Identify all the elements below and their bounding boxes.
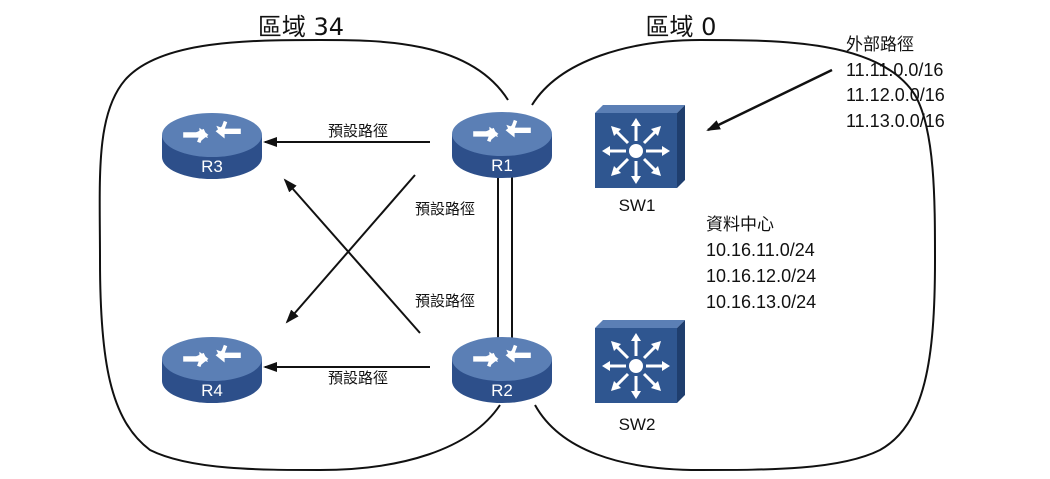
router-r3-label: R3 xyxy=(201,157,223,176)
router-r2[interactable]: R2 xyxy=(452,337,552,403)
area-34-title: 區域 34 xyxy=(258,13,344,41)
label-r2-to-r3: 預設路徑 xyxy=(415,292,475,310)
switch-sw1-label: SW1 xyxy=(619,196,656,215)
label-r2-to-r4: 預設路徑 xyxy=(328,369,388,387)
router-r4[interactable]: R4 xyxy=(162,337,262,403)
label-r1-to-r3: 預設路徑 xyxy=(328,122,388,140)
label-r1-to-r4: 預設路徑 xyxy=(415,200,475,218)
switch-sw2[interactable] xyxy=(595,320,685,403)
router-r3[interactable]: R3 xyxy=(162,113,262,179)
area-0-title: 區域 0 xyxy=(646,13,717,41)
switch-icon xyxy=(602,118,670,184)
external-routes-title: 外部路徑 xyxy=(846,35,914,55)
switch-sw2-label: SW2 xyxy=(619,415,656,434)
switch-sw1[interactable] xyxy=(595,105,685,188)
area-0-boundary xyxy=(531,38,937,472)
area-34-boundary xyxy=(98,38,509,472)
router-r1-label: R1 xyxy=(491,156,513,175)
datacenter-prefix-2: 10.16.12.0/24 xyxy=(706,266,816,286)
external-route-2: 11.12.0.0/16 xyxy=(846,85,945,105)
external-route-1: 11.11.0.0/16 xyxy=(846,60,943,80)
router-r1[interactable]: R1 xyxy=(452,112,552,178)
external-route-3: 11.13.0.0/16 xyxy=(846,111,945,131)
datacenter-prefix-3: 10.16.13.0/24 xyxy=(706,292,816,312)
arrow-r1-to-r4 xyxy=(285,174,416,324)
router-r4-label: R4 xyxy=(201,381,223,400)
datacenter-prefix-1: 10.16.11.0/24 xyxy=(706,240,815,260)
arrow-r2-to-r3 xyxy=(283,178,421,334)
datacenter-title: 資料中心 xyxy=(706,215,774,235)
router-r2-label: R2 xyxy=(491,381,513,400)
switch-icon xyxy=(602,333,670,399)
arrow-external-routes xyxy=(706,68,833,132)
